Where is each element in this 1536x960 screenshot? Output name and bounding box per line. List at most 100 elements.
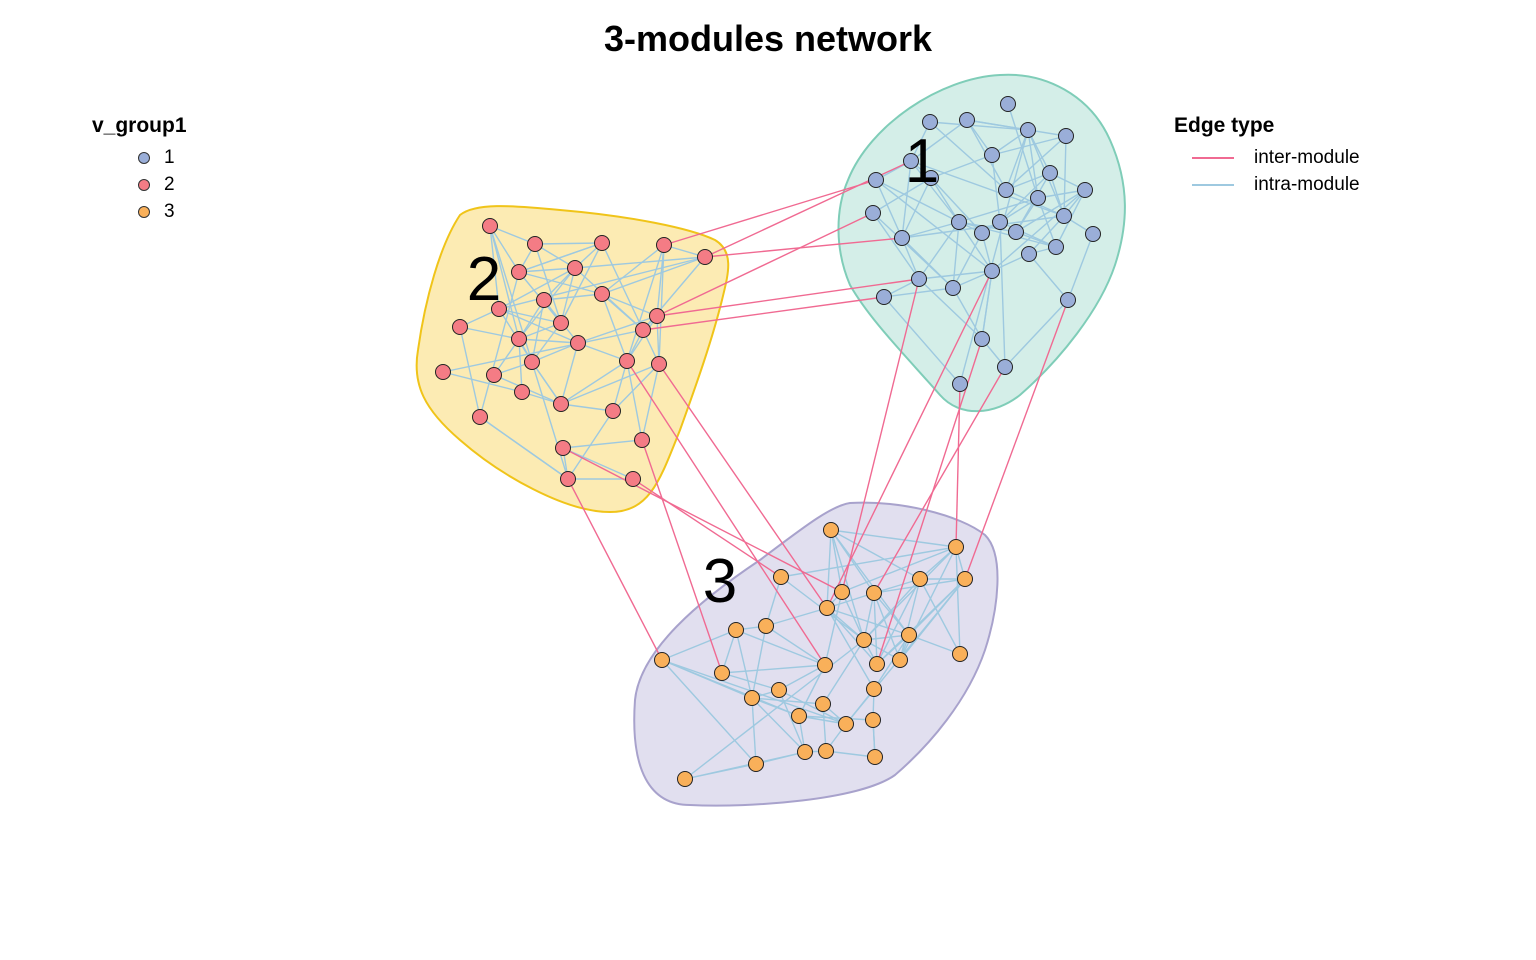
module-2-node <box>514 384 530 400</box>
module-3-node <box>748 756 764 772</box>
intra-module-edge <box>901 237 954 289</box>
module-1-hull <box>837 73 1126 413</box>
intra-module-edge <box>875 179 903 239</box>
intra-module-edge <box>875 179 993 272</box>
intra-module-edge <box>1037 197 1057 248</box>
intra-module-edge <box>442 371 523 393</box>
module-3-node <box>823 522 839 538</box>
intra-module-edge <box>560 403 614 412</box>
intra-module-edge <box>489 225 536 245</box>
module-2-node <box>524 354 540 370</box>
module-1-node <box>1060 292 1076 308</box>
module-2-node <box>567 260 583 276</box>
module-3-node <box>892 652 908 668</box>
module-3-node <box>901 627 917 643</box>
legend-group-item: 2 <box>92 171 187 198</box>
module-3-node <box>957 571 973 587</box>
module-3-node <box>856 632 872 648</box>
module-3-node <box>818 743 834 759</box>
module-1-node <box>911 271 927 287</box>
intra-module-edge <box>755 751 806 765</box>
intra-module-edge <box>626 360 643 441</box>
intra-module-edge <box>991 135 1067 156</box>
intra-module-edge <box>531 342 579 363</box>
module-1-node <box>903 153 919 169</box>
intra-module-edge <box>825 750 876 758</box>
inter-module-edge <box>841 278 920 593</box>
legend-group-label: 1 <box>164 146 175 168</box>
intra-module-edge <box>577 342 628 362</box>
intra-module-edge <box>873 578 921 594</box>
intra-module-edge <box>1004 299 1069 368</box>
module-2-node <box>486 367 502 383</box>
legend-groups-title: v_group1 <box>92 114 187 137</box>
intra-module-edge <box>765 625 826 666</box>
module-2-node <box>511 331 527 347</box>
intra-module-edge <box>1067 233 1094 301</box>
intra-module-edge <box>518 338 579 344</box>
intra-module-edge <box>626 315 658 362</box>
intra-module-edge <box>479 416 569 480</box>
intra-module-edge <box>798 664 826 717</box>
module-1-node <box>922 114 938 130</box>
module-1-node <box>974 225 990 241</box>
intra-module-edge <box>658 244 665 365</box>
module-1-node <box>1020 122 1036 138</box>
intra-module-edge <box>981 270 993 340</box>
intra-module-edge <box>489 225 520 340</box>
legend-edges-title: Edge type <box>1174 114 1275 137</box>
module-2-node <box>570 335 586 351</box>
module-3-node <box>758 618 774 634</box>
module-2-node <box>651 356 667 372</box>
inter-module-edge <box>656 212 874 317</box>
intra-module-edge <box>489 225 500 310</box>
legend-edge-item: inter-module <box>1174 144 1360 171</box>
module-3-hull <box>633 501 999 807</box>
inter-module-edge <box>656 278 920 317</box>
module-3-node <box>912 571 928 587</box>
intra-module-edge <box>991 189 1086 272</box>
module-3-node <box>948 539 964 555</box>
intra-module-edge <box>875 179 960 223</box>
module-1-node <box>1042 165 1058 181</box>
module-2-node <box>649 308 665 324</box>
intra-module-edge <box>534 242 603 245</box>
intra-module-edge <box>883 296 961 385</box>
legend-edge-item: intra-module <box>1174 171 1360 198</box>
module-1-node <box>951 214 967 230</box>
intra-module-edge <box>518 242 603 273</box>
intra-module-edge <box>560 360 628 405</box>
intra-module-edge <box>601 293 644 331</box>
intra-module-edge <box>765 576 782 627</box>
intra-module-edge <box>656 315 660 365</box>
module-3-node <box>744 690 760 706</box>
intra-module-edge <box>918 270 993 280</box>
intra-module-edge <box>826 607 910 636</box>
intra-module-edge <box>531 299 545 363</box>
module-1-node <box>1008 224 1024 240</box>
inter-module-edge <box>663 179 877 246</box>
module-1-node <box>868 172 884 188</box>
intra-module-edge <box>910 160 960 223</box>
legend-edge-types: Edge type inter-module intra-module <box>1174 114 1360 198</box>
intra-module-edge <box>952 232 983 289</box>
module-3-node <box>728 622 744 638</box>
module-1-node <box>992 214 1008 230</box>
module-1-node <box>1085 226 1101 242</box>
intra-module-edge <box>966 119 1067 137</box>
inter-module-edge <box>626 360 826 666</box>
intra-module-edge <box>751 697 824 705</box>
module-2-node <box>472 409 488 425</box>
module-2-node <box>452 319 468 335</box>
module-1-node <box>1021 246 1037 262</box>
intra-module-edge <box>991 154 1001 223</box>
legend-group-item: 1 <box>92 144 187 171</box>
intra-module-edge <box>735 629 826 666</box>
legend-edge-label: intra-module <box>1254 173 1360 195</box>
intra-module-edge <box>498 308 579 344</box>
intra-module-edge <box>751 697 806 753</box>
intra-module-edge <box>1005 129 1029 191</box>
inter-module-edge <box>826 270 993 609</box>
module-3-node <box>773 569 789 585</box>
